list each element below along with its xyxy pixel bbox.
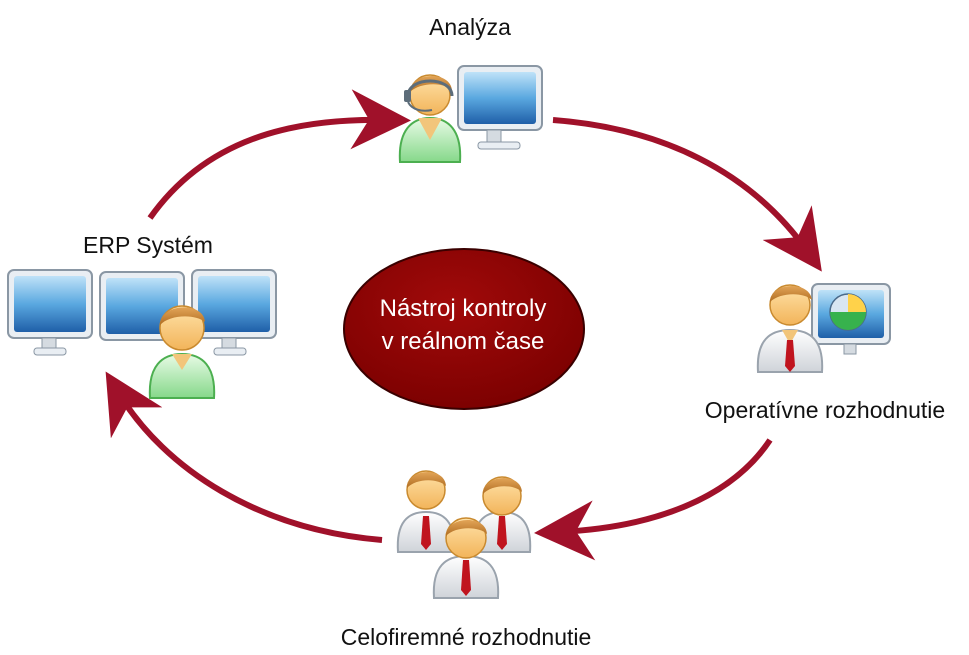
arrow-analysis-to-operational xyxy=(552,117,822,272)
arrow-company-to-erp xyxy=(105,371,383,543)
arrow-operational-to-company xyxy=(534,438,773,561)
support-agent-at-computer-icon xyxy=(398,65,543,163)
center-ellipse xyxy=(343,248,585,410)
arrow-erp-to-analysis xyxy=(147,89,411,220)
company-decision-label: Celofiremné rozhodnutie xyxy=(340,624,592,650)
center-title-line-2: v reálnom čase xyxy=(381,328,545,355)
user-with-three-monitors-icon xyxy=(7,269,277,399)
group-of-managers-icon xyxy=(396,470,532,599)
manager-with-pie-chart-screen-icon xyxy=(756,283,891,373)
operational-decision-label: Operatívne rozhodnutie xyxy=(704,397,946,423)
center-title: Nástroj kontroly v reálnom čase xyxy=(345,292,581,358)
erp-system-label: ERP Systém xyxy=(83,232,213,258)
analysis-label: Analýza xyxy=(429,14,511,40)
center-title-line-1: Nástroj kontroly xyxy=(379,295,547,322)
